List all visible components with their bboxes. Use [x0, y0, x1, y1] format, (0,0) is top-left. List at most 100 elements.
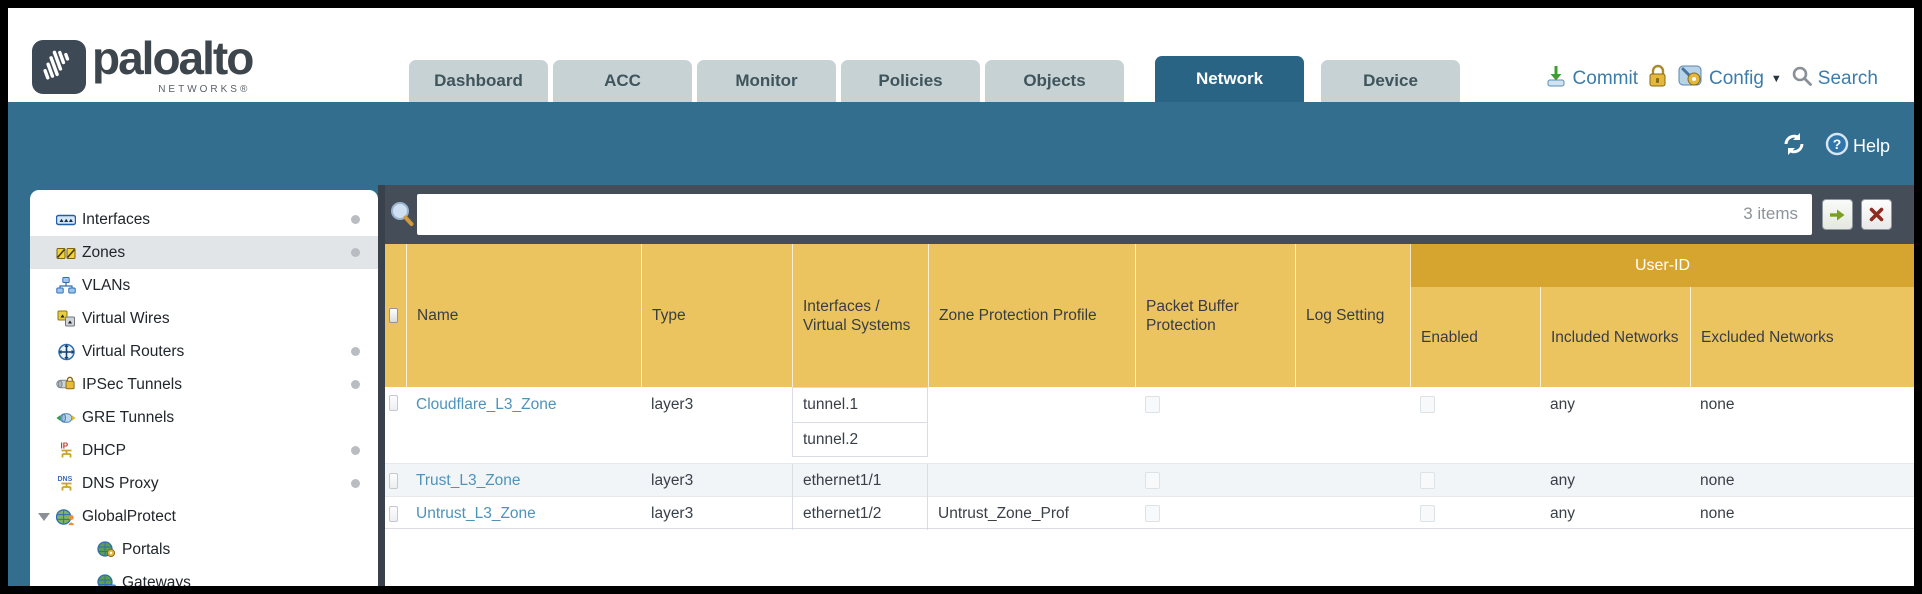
- search-button[interactable]: Search: [1791, 65, 1878, 93]
- help-button[interactable]: ? Help: [1825, 132, 1890, 161]
- refresh-button[interactable]: [1781, 132, 1807, 161]
- sidebar-item-vlans[interactable]: VLANs: [30, 269, 378, 302]
- sidebar-item-portals[interactable]: Portals: [30, 533, 378, 566]
- tab-device[interactable]: Device: [1321, 60, 1460, 102]
- dns-proxy-icon: DNS: [56, 475, 76, 492]
- svg-text:DNS: DNS: [57, 476, 72, 483]
- user-id-enabled-checkbox[interactable]: [1420, 472, 1435, 489]
- interfaces-cell: ethernet1/1: [792, 464, 928, 497]
- excluded-networks-cell: none: [1700, 471, 1735, 489]
- zone-protection-profile-cell: [928, 387, 1135, 463]
- row-checkbox[interactable]: [389, 505, 398, 522]
- sidebar-item-zones[interactable]: Zones: [30, 236, 378, 269]
- chevron-down-icon: ▼: [1770, 73, 1782, 85]
- column-header-excluded_networks[interactable]: Excluded Networks: [1690, 287, 1914, 387]
- column-header-log_setting[interactable]: Log Setting: [1295, 244, 1410, 387]
- tab-dashboard[interactable]: Dashboard: [409, 60, 548, 102]
- sub-header-band: ? Help: [8, 102, 1914, 185]
- sidebar-divider[interactable]: [378, 185, 385, 586]
- help-label: Help: [1852, 136, 1890, 156]
- tab-objects[interactable]: Objects: [985, 60, 1124, 102]
- column-header-packet_buffer_protection[interactable]: Packet Buffer Protection: [1135, 244, 1295, 387]
- column-header-interfaces[interactable]: Interfaces / Virtual Systems: [792, 244, 928, 387]
- tab-acc[interactable]: ACC: [553, 60, 692, 102]
- sidebar-item-label: VLANs: [82, 276, 131, 294]
- user-id-enabled-checkbox[interactable]: [1420, 505, 1435, 522]
- excluded-networks-cell: none: [1700, 396, 1735, 413]
- column-header-enabled[interactable]: Enabled: [1410, 287, 1540, 387]
- sidebar-item-globalprotect[interactable]: GlobalProtect: [30, 500, 378, 533]
- apply-filter-button[interactable]: [1822, 199, 1853, 230]
- user-id-enabled-cell: [1410, 497, 1540, 530]
- zone-type-cell: layer3: [651, 471, 694, 489]
- zone-name-link[interactable]: Trust_L3_Zone: [416, 471, 521, 489]
- user-id-enabled-checkbox[interactable]: [1420, 396, 1435, 413]
- commit-button[interactable]: Commit: [1544, 65, 1638, 93]
- included-networks-cell: any: [1550, 396, 1575, 413]
- user-id-enabled-cell: [1410, 387, 1540, 463]
- filter-input[interactable]: [417, 194, 1812, 235]
- zones-icon: [56, 244, 76, 261]
- interface-value: ethernet1/1: [792, 464, 928, 497]
- sidebar-item-gateways[interactable]: Gateways: [30, 566, 378, 586]
- commit-icon: [1544, 65, 1568, 93]
- column-header-zone_protection_profile[interactable]: Zone Protection Profile: [928, 244, 1135, 387]
- config-label: Config: [1708, 68, 1764, 89]
- included-networks-cell: any: [1550, 471, 1575, 489]
- sidebar-item-virtual-wires[interactable]: Virtual Wires: [30, 302, 378, 335]
- zone-name-cell: Cloudflare_L3_Zone: [406, 387, 641, 463]
- row-checkbox[interactable]: [389, 395, 398, 411]
- zone-name-link[interactable]: Cloudflare_L3_Zone: [416, 396, 557, 413]
- sidebar-item-dns-proxy[interactable]: DNS DNS Proxy: [30, 467, 378, 500]
- config-menu-button[interactable]: Config ▼: [1678, 64, 1782, 94]
- commit-label: Commit: [1572, 68, 1638, 89]
- sidebar-item-label: Zones: [82, 243, 126, 261]
- packet-buffer-protection-checkbox[interactable]: [1145, 396, 1160, 413]
- excluded-networks-cell: none: [1700, 504, 1735, 522]
- clear-filter-button[interactable]: [1861, 199, 1892, 230]
- interface-value: ethernet1/2: [792, 497, 928, 530]
- sidebar-item-ipsec-tunnels[interactable]: IPSec Tunnels: [30, 368, 378, 401]
- sidebar-item-gre-tunnels[interactable]: GRE Tunnels: [30, 401, 378, 434]
- row-checkbox[interactable]: [389, 472, 398, 489]
- select-all-checkbox[interactable]: [389, 308, 398, 323]
- top-actions: Commit Config ▼ Search: [1544, 64, 1878, 94]
- dhcp-icon: IP: [56, 442, 76, 459]
- svg-text:IP: IP: [60, 442, 68, 451]
- config-icon: [1678, 64, 1704, 94]
- gre-tunnels-icon: [56, 409, 76, 426]
- sidebar-item-label: DNS Proxy: [82, 474, 159, 492]
- packet-buffer-protection-cell: [1135, 497, 1295, 530]
- brand-logo: paloalto NETWORKS®: [32, 34, 254, 95]
- column-header-name[interactable]: Name: [406, 244, 641, 387]
- log-setting-cell: [1295, 497, 1410, 530]
- vlans-icon: [56, 277, 76, 294]
- sidebar-item-virtual-routers[interactable]: Virtual Routers: [30, 335, 378, 368]
- column-header-included_networks[interactable]: Included Networks: [1540, 287, 1690, 387]
- expander-triangle-icon[interactable]: [38, 512, 50, 521]
- tab-network[interactable]: Network: [1155, 56, 1304, 102]
- tab-monitor[interactable]: Monitor: [697, 60, 836, 102]
- status-dot: [351, 347, 360, 356]
- log-setting-cell: [1295, 387, 1410, 463]
- tab-policies[interactable]: Policies: [841, 60, 980, 102]
- refresh-icon: [1781, 132, 1807, 161]
- sidebar-item-interfaces[interactable]: Interfaces: [30, 203, 378, 236]
- packet-buffer-protection-checkbox[interactable]: [1145, 472, 1160, 489]
- gateways-icon: [96, 574, 116, 586]
- lock-button[interactable]: [1647, 64, 1669, 94]
- search-icon: [1791, 65, 1813, 93]
- column-header-type[interactable]: Type: [641, 244, 792, 387]
- zone-name-link[interactable]: Untrust_L3_Zone: [416, 504, 536, 522]
- search-label: Search: [1817, 68, 1878, 89]
- packet-buffer-protection-checkbox[interactable]: [1145, 505, 1160, 522]
- log-setting-cell: [1295, 464, 1410, 497]
- sidebar-item-label: IPSec Tunnels: [82, 375, 182, 393]
